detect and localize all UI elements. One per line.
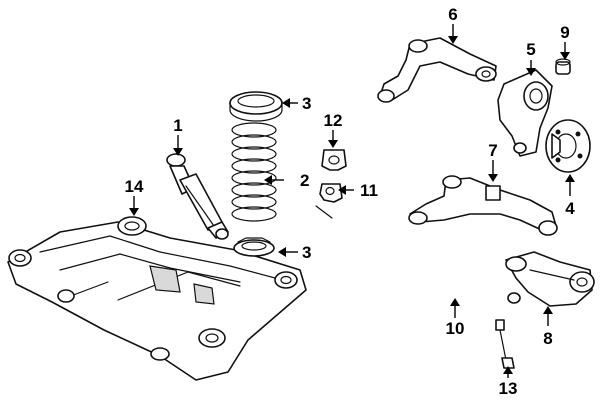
callout-8: 8: [543, 329, 552, 348]
hub-bearing: [545, 119, 591, 173]
callout-10: 10: [446, 319, 465, 338]
lower-control-arm-front: [408, 175, 558, 236]
lower-spring-seat: [233, 237, 275, 257]
stabilizer-link: [495, 319, 515, 369]
stabilizer-bar: [286, 205, 521, 304]
callout-14: 14: [125, 177, 144, 196]
upper-control-arm: [377, 37, 497, 103]
callout-13: 13: [499, 379, 518, 398]
steering-knuckle: [497, 69, 553, 157]
lower-control-arm-rear: [505, 251, 595, 307]
callout-1: 1: [173, 116, 182, 135]
callout-5: 5: [526, 40, 535, 59]
upper-spring-seat: [229, 91, 283, 122]
shock-absorber: [166, 153, 229, 240]
callout-9: 9: [560, 23, 569, 42]
callout-7: 7: [488, 141, 497, 160]
crossmember-subframe: [7, 216, 307, 381]
callout-labels: 1 2 3 3 4 5 6 7 8 9 10 11 12 13 14: [125, 5, 576, 398]
callout-12: 12: [324, 111, 343, 130]
callout-4: 4: [565, 199, 575, 218]
coil-spring: [231, 122, 277, 222]
stabilizer-bracket: [321, 149, 347, 171]
callout-6: 6: [448, 5, 457, 24]
callout-2: 2: [300, 171, 309, 190]
stabilizer-bushing: [319, 183, 343, 203]
bushing: [555, 58, 571, 75]
leader-lines: [129, 24, 575, 378]
callout-3-upper: 3: [302, 94, 311, 113]
callout-11: 11: [360, 181, 378, 200]
callout-3-lower: 3: [302, 243, 311, 262]
